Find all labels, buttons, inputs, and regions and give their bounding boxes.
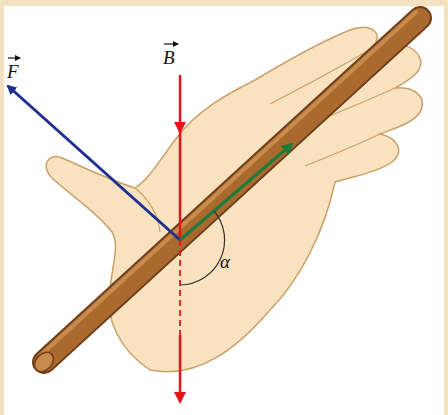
finger-line xyxy=(305,134,380,166)
angle-label: α xyxy=(220,252,230,271)
frame-strip xyxy=(444,0,448,415)
vector-mark xyxy=(164,43,178,44)
vector-mark xyxy=(8,57,20,58)
b-field-line xyxy=(179,125,182,240)
b-field-arrow xyxy=(179,335,182,402)
frame-strip xyxy=(0,0,448,6)
current-arrow xyxy=(180,144,292,240)
rod-highlight xyxy=(40,12,416,356)
b-field-hidden xyxy=(179,240,181,335)
frame-strip xyxy=(0,0,4,415)
b-vector-arrow xyxy=(179,75,182,132)
conductor-rod xyxy=(44,18,420,362)
f-vector-arrow xyxy=(8,86,180,240)
rod-end xyxy=(31,348,58,375)
conductor-rod-outline xyxy=(44,18,420,362)
force-label: F xyxy=(7,62,19,81)
angle-arc xyxy=(180,211,225,285)
field-label: B xyxy=(163,48,175,67)
